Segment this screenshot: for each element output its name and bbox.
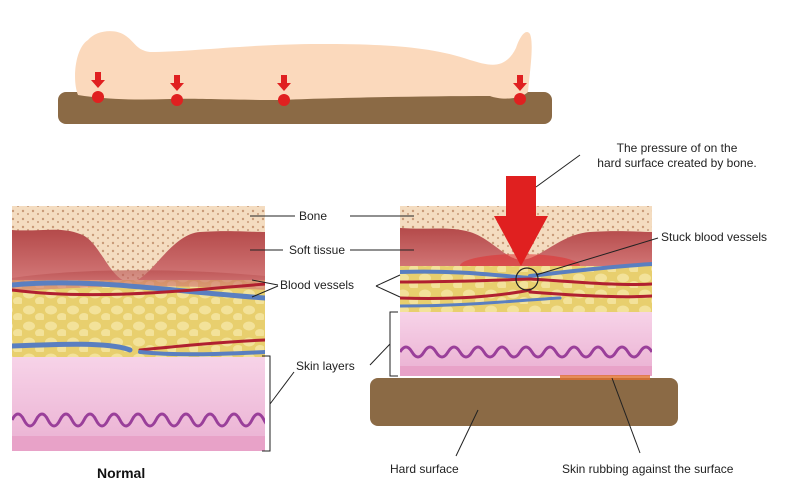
big-red-down-arrow-icon [494,176,548,266]
compressed-tissue-section [400,206,652,376]
pressure-point-shoulder [170,75,184,106]
skin-dermis-wave [12,412,265,428]
human-body-silhouette [75,31,532,100]
blood-vessels-normal [12,280,265,357]
friction-zone [560,375,650,380]
label-bone: Bone [299,209,328,223]
label-blood-vessels: Blood vessels [280,278,355,292]
pressure-point-head [91,72,105,103]
pressure-points [91,72,527,106]
pressure-point-heel [513,75,527,105]
skin-dermis-wave-compressed [400,345,652,359]
blood-vessels-compressed [400,262,652,308]
label-normal: Normal [97,465,146,481]
label-pressure-line1: The pressure of on the [616,141,738,155]
label-skin-layers: Skin layers [296,359,355,373]
body-on-surface-illustration [58,31,552,124]
fat-layer [12,280,265,358]
pressure-point-hip [277,75,291,106]
label-stuck-blood-vessels: Stuck blood vessels [661,230,768,244]
leader-lines [250,154,659,457]
hard-surface-block [370,378,678,426]
skin-layer [12,357,265,451]
skin-layer-compressed [400,312,652,376]
label-hard-surface: Hard surface [390,462,459,476]
label-pressure-line2: hard surface created by bone. [597,156,757,170]
label-soft-tissue: Soft tissue [289,243,346,257]
label-skin-rubbing: Skin rubbing against the surface [562,462,734,476]
stuck-vessel-highlight [515,267,539,291]
normal-tissue-section [12,206,265,451]
